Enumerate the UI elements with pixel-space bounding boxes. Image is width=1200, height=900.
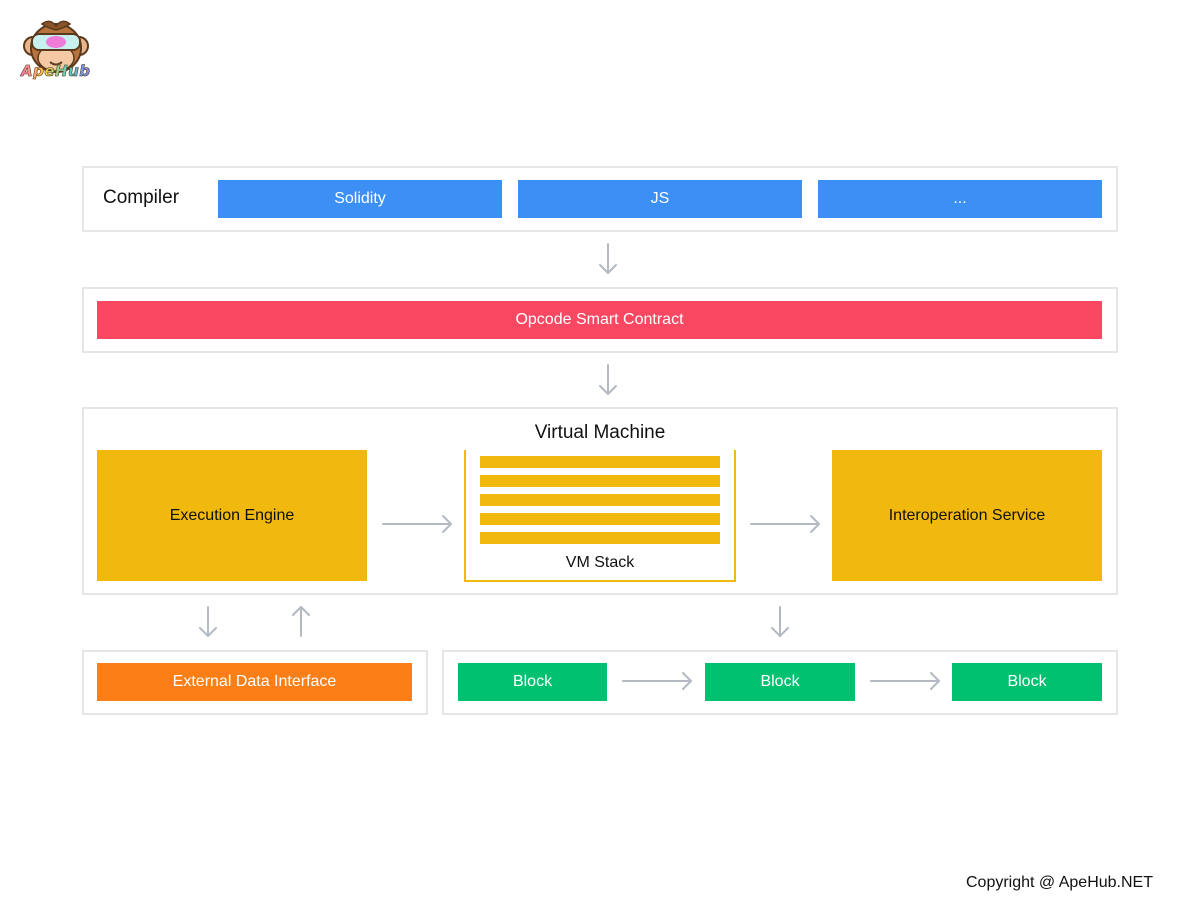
vm-stack: VM Stack xyxy=(464,450,736,582)
opcode-smart-contract: Opcode Smart Contract xyxy=(97,301,1102,339)
arrow-engine-to-external xyxy=(199,606,217,637)
block-3: Block xyxy=(952,663,1102,701)
arrow-compiler-to-opcode xyxy=(599,243,617,274)
logo-text: ApeHub xyxy=(21,62,91,81)
arrow-external-to-engine xyxy=(292,606,310,637)
external-data-interface: External Data Interface xyxy=(97,663,412,701)
vm-stack-label: VM Stack xyxy=(565,554,635,571)
arrow-opcode-to-vm xyxy=(599,364,617,395)
execution-engine: Execution Engine xyxy=(97,450,367,581)
vm-stack-slot xyxy=(480,494,720,506)
virtual-machine-title: Virtual Machine xyxy=(534,422,666,443)
compiler-js: JS xyxy=(518,180,802,218)
interoperation-service: Interoperation Service xyxy=(832,450,1102,581)
block-2: Block xyxy=(705,663,855,701)
copyright-text: Copyright @ ApeHub.NET xyxy=(966,874,1153,891)
vm-stack-slot xyxy=(480,475,720,487)
vm-stack-slot xyxy=(480,513,720,525)
vm-stack-slot xyxy=(480,532,720,544)
monkey-vr-icon xyxy=(23,20,89,73)
compiler-label: Compiler xyxy=(103,187,180,208)
vm-stack-slot xyxy=(480,456,720,468)
arrow-interop-to-blocks xyxy=(771,606,789,637)
block-1: Block xyxy=(458,663,607,701)
compiler-solidity: Solidity xyxy=(218,180,502,218)
compiler-more: ... xyxy=(818,180,1102,218)
